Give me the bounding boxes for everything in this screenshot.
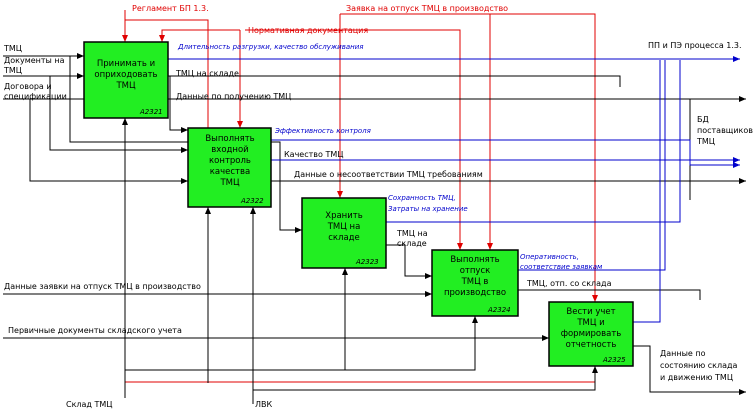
box-a2324-id: A2324 [487, 306, 511, 314]
label-metric-sokhrannost: Сохранность ТМЦ, [388, 194, 456, 202]
label-mech-sklad: Склад ТМЦ [66, 400, 113, 409]
box-a2322-line4: качества [210, 167, 250, 177]
box-a2323[interactable]: Хранить ТМЦ на складе A2323 [301, 197, 387, 269]
flow-arrows [3, 53, 746, 404]
label-dannye-poluch: Данные по получению ТМЦ [176, 92, 291, 101]
label-input-tmc: ТМЦ [3, 44, 22, 53]
box-a2323-line1: Хранить [325, 211, 362, 221]
box-a2325-line3: формировать [561, 329, 622, 339]
box-a2324[interactable]: Выполнять отпуск ТМЦ в производство A232… [431, 249, 519, 317]
box-a2325-line1: Вести учет [566, 307, 615, 317]
label-input-dogovora-2: спецификации [4, 92, 67, 101]
box-a2325-line2: ТМЦ и [576, 318, 604, 328]
label-metric-operativnost: Оперативность, [520, 253, 579, 261]
box-a2322-id: A2322 [240, 197, 264, 205]
box-a2325[interactable]: Вести учет ТМЦ и формировать отчетность … [548, 301, 634, 367]
label-metric-zatraty: Затраты на хранение [388, 205, 468, 213]
label-reglament: Регламент БП 1.3. [132, 4, 209, 13]
label-input-docs-1: Документы на [4, 56, 65, 65]
label-bd-2: поставщиков [697, 126, 753, 135]
label-tmc-sklade2-2: складе [397, 239, 427, 248]
box-a2321[interactable]: Принимать и оприходовать ТМЦ A2321 [83, 41, 169, 119]
label-tmc-na-sklade: ТМЦ на складе [175, 69, 239, 78]
box-a2322-line5: ТМЦ [219, 178, 240, 188]
label-input-dogovora-1: Договора и [4, 82, 52, 91]
label-tmc-otp: ТМЦ, отп. со склада [526, 279, 612, 288]
label-metric-dlitelnost: Длительность разгрузки, качество обслужи… [177, 43, 363, 51]
label-bd-1: БД [697, 115, 709, 124]
box-a2322-line1: Выполнять [205, 134, 254, 144]
label-bd-3: ТМЦ [696, 137, 715, 146]
label-mech-lvk: ЛВК [255, 400, 273, 409]
label-input-docs-2: ТМЦ [3, 66, 22, 75]
label-metric-effektivnost: Эффективность контроля [274, 127, 371, 135]
box-a2323-line2: ТМЦ на [327, 222, 361, 232]
box-a2324-line2: отпуск [460, 266, 491, 276]
label-input-pervichnye: Первичные документы складского учета [8, 326, 182, 335]
label-tmc-sklade2-1: ТМЦ на [396, 229, 428, 238]
arrow-tmc-na-sklade [168, 75, 621, 87]
label-input-zayavka-data: Данные заявки на отпуск ТМЦ в производст… [4, 282, 201, 291]
arrow-dannye-sost [633, 345, 746, 395]
arrow-tmc-sklade2 [386, 244, 432, 279]
metric-arrows [168, 56, 740, 323]
box-a2324-line3: ТМЦ в [461, 277, 489, 287]
label-normative: Нормативная документация [248, 26, 368, 35]
box-a2323-line3: складе [328, 233, 360, 243]
box-a2325-line4: отчетность [566, 340, 617, 350]
label-dannye-sost-3: и движению ТМЦ [660, 373, 733, 382]
box-a2322-line2: входной [211, 145, 248, 155]
box-a2321-id: A2321 [139, 108, 163, 116]
label-zayavka: Заявка на отпуск ТМЦ в производство [346, 4, 508, 13]
arrow-tmc-otp [518, 289, 701, 300]
box-a2325-id: A2325 [602, 356, 626, 364]
metric-line-sokhrannost [386, 60, 681, 223]
metric-line-operativnost [518, 60, 666, 271]
metric-line-effektivnost [271, 139, 740, 168]
label-pp-pe: ПП и ПЭ процесса 1.3. [648, 41, 742, 50]
box-a2323-id: A2323 [355, 258, 379, 266]
label-kachestvo: Качество ТМЦ [284, 150, 343, 159]
label-metric-sootvetstvie: соответствие заявкам [520, 263, 603, 271]
box-a2322-line3: контроль [209, 156, 251, 166]
box-a2324-line1: Выполнять [450, 255, 499, 265]
label-dannye-sost-1: Данные по [660, 349, 706, 358]
box-a2321-line3: ТМЦ [115, 81, 136, 91]
box-a2322[interactable]: Выполнять входной контроль качества ТМЦ … [187, 127, 272, 208]
box-a2321-line1: Принимать и [97, 59, 155, 69]
box-a2321-line2: оприходовать [94, 70, 157, 80]
label-nesootv: Данные о несоответствии ТМЦ требованиям [294, 170, 483, 179]
label-dannye-sost-2: состоянию склада [660, 361, 738, 370]
box-a2324-line4: производство [444, 288, 506, 298]
